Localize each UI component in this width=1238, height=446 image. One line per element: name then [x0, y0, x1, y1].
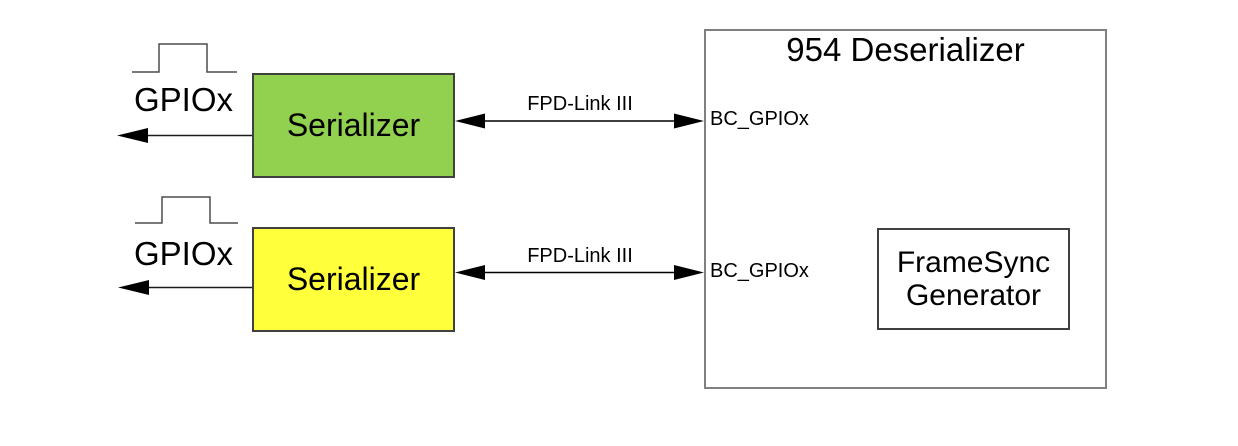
- fpd-link-label-bottom: FPD-Link III: [527, 245, 633, 267]
- framesync-label-line1: FrameSync: [896, 246, 1051, 279]
- fpd-link-label-top: FPD-Link III: [527, 93, 633, 115]
- pulse-waveform-icon: [135, 196, 238, 224]
- pulse-waveform-icon: [132, 43, 237, 73]
- gpio-label-bottom: GPIOx: [134, 235, 234, 272]
- serializer-label: Serializer: [286, 107, 421, 143]
- gpio-label-top: GPIOx: [134, 81, 234, 118]
- bc-gpio-label-top: BC_GPIOx: [710, 108, 809, 130]
- double-headed-arrow: [455, 113, 704, 129]
- serializer-box-green: Serializer: [252, 73, 455, 178]
- serializer-box-yellow: Serializer: [252, 227, 455, 332]
- arrow-left-icon: [118, 280, 252, 295]
- arrow-left-icon: [117, 128, 252, 143]
- deserializer-box: [704, 29, 1107, 389]
- bc-gpio-label-bottom: BC_GPIOx: [710, 260, 809, 282]
- serializer-label: Serializer: [286, 261, 421, 297]
- framesync-generator-box: FrameSync Generator: [877, 228, 1070, 330]
- framesync-label-line2: Generator: [905, 279, 1042, 312]
- double-headed-arrow: [455, 265, 704, 280]
- deserializer-title: 954 Deserializer: [786, 31, 1025, 68]
